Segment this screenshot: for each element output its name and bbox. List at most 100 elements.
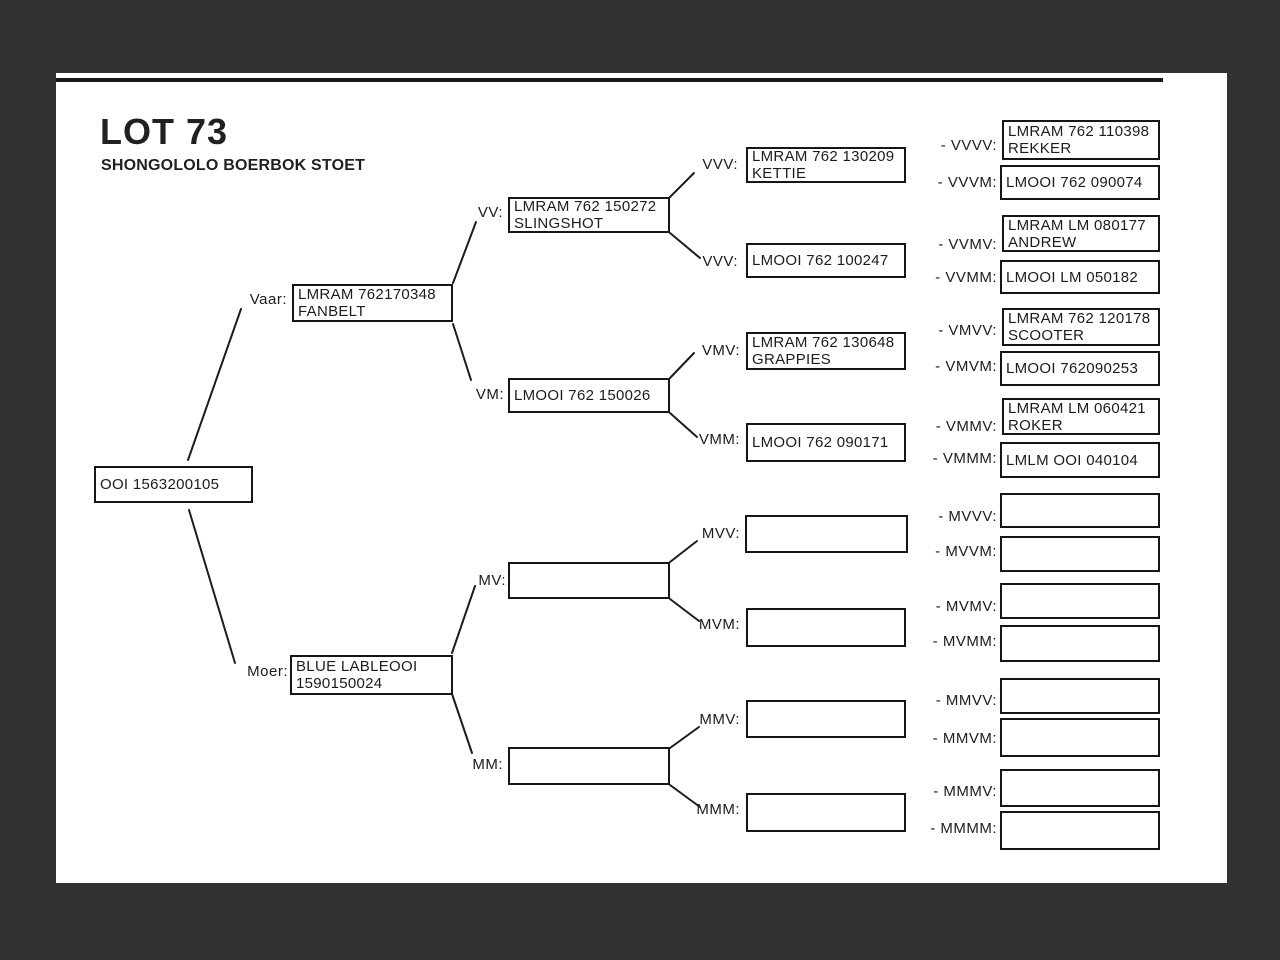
connector-mv-mvv bbox=[669, 540, 698, 563]
connector-mm-mmv bbox=[669, 726, 700, 749]
box-text: LMOOI 762 090074 bbox=[1006, 174, 1143, 191]
box-text: LMOOI 762 100247 bbox=[752, 252, 889, 269]
pedigree-box-mmvv bbox=[1000, 678, 1160, 714]
connector-vaar-vv bbox=[452, 221, 477, 284]
label-mvmm: - MVMM: bbox=[932, 633, 997, 650]
pedigree-box-mmv bbox=[746, 700, 906, 738]
label-mvvm: - MVVM: bbox=[935, 543, 997, 560]
label-mvmv: - MVMV: bbox=[935, 598, 997, 615]
label-vmvm: - VMVM: bbox=[935, 358, 997, 375]
pedigree-box-vv: LMRAM 762 150272 SLINGSHOT bbox=[508, 197, 670, 233]
pedigree-box-mv bbox=[508, 562, 670, 599]
label-vmmv: - VMMV: bbox=[935, 418, 997, 435]
box-text: LMOOI LM 050182 bbox=[1006, 268, 1139, 286]
connector-vm-vmm bbox=[669, 412, 698, 438]
pedigree-page: LOT 73 SHONGOLOLO BOERBOK STOET OOI 1563… bbox=[56, 73, 1227, 883]
connector-vaar-vm bbox=[452, 323, 472, 381]
box-text-line1: LMRAM 762 130648 bbox=[752, 334, 895, 351]
pedigree-box-mvvv bbox=[1000, 493, 1160, 528]
box-text-line1: LMRAM 762 110398 bbox=[1008, 123, 1150, 140]
pedigree-box-vvv1: LMRAM 762 130209 KETTIE bbox=[746, 147, 906, 183]
box-text-line1: LMRAM LM 080177 bbox=[1008, 216, 1146, 234]
label-mmmv: - MMMV: bbox=[933, 783, 997, 800]
pedigree-box-vvmv: LMRAM LM 080177 ANDREW bbox=[1002, 215, 1160, 252]
pedigree-box-vvvv: LMRAM 762 110398 REKKER bbox=[1002, 120, 1160, 160]
box-text-line1: LMRAM 762 150272 bbox=[514, 198, 657, 215]
box-text-line2: FANBELT bbox=[298, 303, 366, 320]
label-vv: VV: bbox=[477, 204, 503, 221]
box-text: LMOOI 762090253 bbox=[1006, 360, 1139, 377]
label-vvv2: VVV: bbox=[702, 253, 738, 270]
pedigree-box-moer: BLUE LABLEOOI 1590150024 bbox=[290, 655, 453, 695]
pedigree-box-vaar: LMRAM 762170348 FANBELT bbox=[292, 284, 453, 322]
box-text-line2: ROKER bbox=[1008, 416, 1063, 434]
connector-vv-vvv1 bbox=[669, 172, 695, 198]
pedigree-box-mvvm bbox=[1000, 536, 1160, 572]
connector-mm-mmm bbox=[669, 784, 701, 808]
box-text-line2: KETTIE bbox=[752, 165, 807, 182]
box-text-line1: LMRAM 762 120178 bbox=[1008, 310, 1151, 327]
label-vvmm: - VVMM: bbox=[935, 269, 997, 286]
pedigree-box-mvv bbox=[745, 515, 908, 553]
header-rule bbox=[56, 78, 1163, 82]
label-mmvv: - MMVV: bbox=[935, 692, 997, 709]
pedigree-box-vvvm: LMOOI 762 090074 bbox=[1000, 165, 1160, 200]
pedigree-box-root: OOI 1563200105 bbox=[94, 466, 253, 503]
label-vvvv: - VVVV: bbox=[940, 137, 997, 154]
pedigree-box-vm: LMOOI 762 150026 bbox=[508, 378, 670, 413]
connector-mv-mvm bbox=[669, 598, 700, 622]
box-text-line1: LMRAM 762 130209 bbox=[752, 148, 895, 165]
box-text-line2: ANDREW bbox=[1008, 233, 1077, 251]
box-text-line1: LMRAM 762170348 bbox=[298, 286, 436, 303]
box-text-line1: BLUE LABLEOOI bbox=[296, 658, 418, 675]
box-text-line2: SCOOTER bbox=[1008, 327, 1085, 344]
page-title: LOT 73 bbox=[100, 111, 229, 152]
box-text-line2: SLINGSHOT bbox=[514, 215, 604, 232]
box-text: LMOOI 762 090171 bbox=[752, 434, 889, 451]
label-moer: Moer: bbox=[247, 663, 288, 680]
label-mm: MM: bbox=[472, 756, 503, 773]
pedigree-connectors bbox=[187, 172, 701, 808]
box-text-line2: REKKER bbox=[1008, 140, 1072, 157]
connector-root-vaar bbox=[187, 308, 242, 461]
label-mv: MV: bbox=[478, 572, 506, 589]
label-mvvv: - MVVV: bbox=[938, 508, 997, 525]
pedigree-box-mvmm bbox=[1000, 625, 1160, 662]
label-mmm: MMM: bbox=[696, 801, 740, 818]
pedigree-box-vmvm: LMOOI 762090253 bbox=[1000, 351, 1160, 386]
label-mvv: MVV: bbox=[701, 525, 740, 542]
pedigree-box-vvv2: LMOOI 762 100247 bbox=[746, 243, 906, 278]
label-vvv1: VVV: bbox=[702, 156, 738, 173]
label-mmvm: - MMVM: bbox=[932, 730, 997, 747]
pedigree-box-mmmv bbox=[1000, 769, 1160, 807]
connector-root-moer bbox=[188, 509, 236, 664]
label-vm: VM: bbox=[475, 386, 504, 403]
label-vmvv: - VMVV: bbox=[938, 322, 997, 339]
pedigree-box-vmmv: LMRAM LM 060421 ROKER bbox=[1002, 398, 1160, 435]
pedigree-box-mmmm bbox=[1000, 811, 1160, 850]
pedigree-box-vmmm: LMLM OOI 040104 bbox=[1000, 442, 1160, 478]
box-text-line2: 1590150024 bbox=[296, 675, 383, 692]
pedigree-box-mvm bbox=[746, 608, 906, 647]
pedigree-box-vmm: LMOOI 762 090171 bbox=[746, 423, 906, 462]
label-mvm: MVM: bbox=[698, 616, 740, 633]
pedigree-box-vvmm: LMOOI LM 050182 bbox=[1000, 260, 1160, 294]
label-vmv: VMV: bbox=[701, 342, 740, 359]
box-text-line1: LMRAM LM 060421 bbox=[1008, 399, 1146, 417]
connector-vm-vmv bbox=[669, 352, 695, 379]
pedigree-box-mmvm bbox=[1000, 718, 1160, 757]
label-vmm: VMM: bbox=[698, 431, 740, 448]
connector-vv-vvv2 bbox=[669, 232, 701, 259]
pedigree-box-mm bbox=[508, 747, 670, 785]
pedigree-box-vmv: LMRAM 762 130648 GRAPPIES bbox=[746, 332, 906, 370]
label-vvmv: - VVMV: bbox=[938, 236, 997, 253]
pedigree-box-mmm bbox=[746, 793, 906, 832]
label-vaar: Vaar: bbox=[249, 291, 287, 308]
box-text: LMLM OOI 040104 bbox=[1006, 451, 1139, 469]
pedigree-box-mvmv bbox=[1000, 583, 1160, 619]
label-vmmm: - VMMM: bbox=[932, 450, 997, 467]
label-mmv: MMV: bbox=[699, 711, 740, 728]
box-text: OOI 1563200105 bbox=[100, 476, 220, 493]
page-subtitle: SHONGOLOLO BOERBOK STOET bbox=[101, 157, 366, 174]
box-text: LMOOI 762 150026 bbox=[514, 387, 651, 404]
